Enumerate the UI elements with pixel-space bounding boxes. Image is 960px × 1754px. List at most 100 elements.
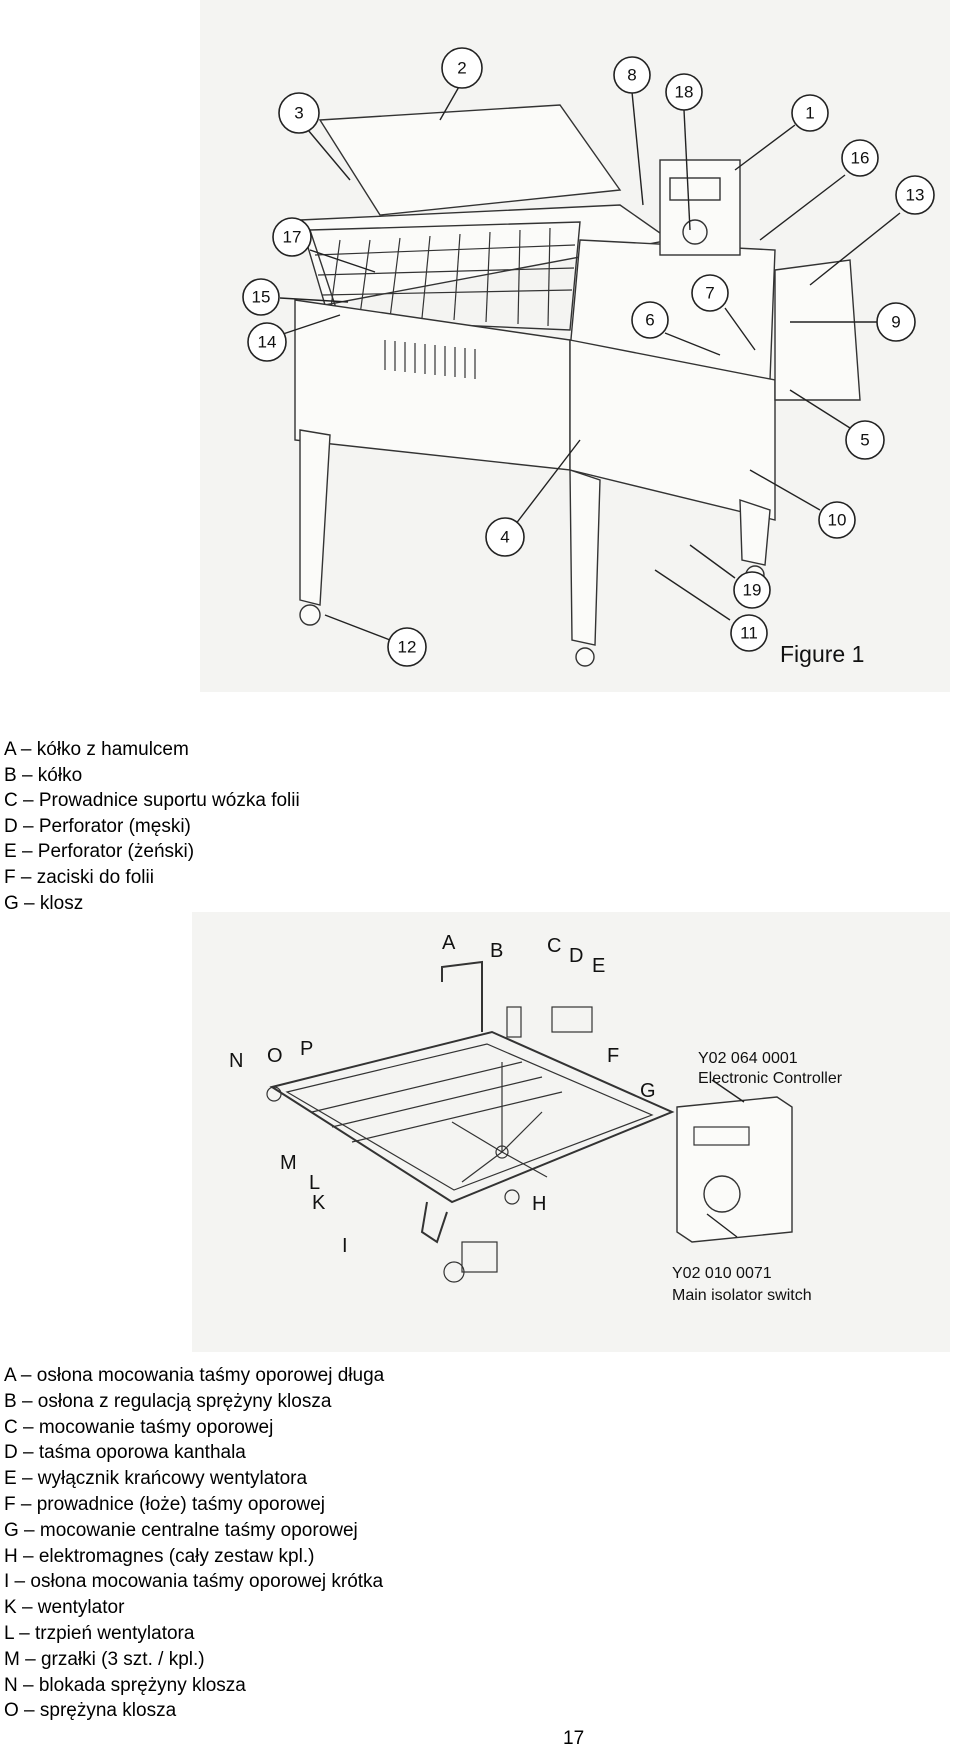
label-m: M (280, 1152, 297, 1174)
callout-16: 16 (759, 139, 879, 241)
part-n (266, 1086, 282, 1102)
controller-code: Y02 064 0001 (698, 1050, 798, 1067)
body-side (569, 339, 776, 521)
legend-item: A – kółko z hamulcem (4, 739, 189, 760)
figure-1-caption: Figure 1 (780, 641, 864, 667)
film-carriage (774, 259, 861, 401)
legend-item: O – sprężyna klosza (4, 1700, 177, 1722)
wheel-12 (299, 604, 321, 626)
label-d: D (569, 945, 583, 967)
label-h: H (532, 1193, 546, 1215)
leg-front-left (299, 429, 331, 606)
heater-elements (311, 1061, 563, 1143)
svg-text:13: 13 (906, 186, 925, 205)
legend-item: H – elektromagnes (cały zestaw kpl.) (4, 1545, 315, 1567)
label-a: A (442, 932, 456, 954)
isolator-switch-knob (703, 1175, 741, 1213)
label-n: N (229, 1050, 243, 1072)
legend-figure-2: A – osłona mocowania taśmy oporowej dług… (4, 1363, 384, 1724)
svg-text:7: 7 (705, 284, 714, 303)
svg-text:1: 1 (805, 104, 814, 123)
controller-leader (711, 1079, 745, 1103)
hood-frame-inner (285, 1043, 654, 1191)
tray-grid (309, 221, 581, 331)
part-i-bracket (420, 1201, 448, 1244)
legend-item: L – trzpień wentylatora (4, 1622, 195, 1644)
controller-box (676, 1096, 793, 1243)
label-e: E (592, 955, 605, 977)
callout-1: 1 (734, 94, 829, 171)
legend-item: K – wentylator (4, 1597, 125, 1619)
legend-item: M – grzałki (3 szt. / kpl.) (4, 1648, 205, 1670)
label-p: P (300, 1038, 313, 1060)
callout-12: 12 (324, 614, 427, 667)
hood-frame (269, 1030, 675, 1204)
callout-15: 15 (242, 278, 349, 316)
detail-bottom-circle (443, 1261, 465, 1283)
figure-2-hood-assembly-diagram: A B C D E F G H I K L M N O P Y02 064 00… (192, 912, 950, 1352)
legend-item: B – osłona z regulacją sprężyny klosza (4, 1390, 332, 1412)
callout-10: 10 (749, 469, 856, 539)
legend-item: A – osłona mocowania taśmy oporowej dług… (4, 1365, 385, 1386)
figure-1-machine-diagram: 2 3 8 18 1 16 13 17 15 14 7 6 9 5 4 10 1… (200, 0, 950, 692)
switch-name: Main isolator switch (672, 1287, 812, 1304)
svg-text:11: 11 (740, 624, 758, 643)
legend-item: G – mocowanie centralne taśmy oporowej (4, 1519, 358, 1541)
callout-6: 6 (631, 301, 721, 356)
svg-text:2: 2 (457, 59, 466, 78)
callout-8: 8 (613, 56, 651, 206)
hood (318, 104, 622, 216)
legend-item: N – blokada sprężyny klosza (4, 1674, 246, 1696)
callout-14: 14 (247, 314, 341, 362)
legend-item: C – mocowanie taśmy oporowej (4, 1416, 274, 1438)
vent-slots (384, 340, 476, 379)
legend-item: D – taśma oporowa kanthala (4, 1442, 246, 1464)
callout-11: 11 (654, 569, 768, 652)
svg-text:8: 8 (627, 66, 636, 85)
svg-text:17: 17 (283, 228, 302, 247)
legend-item: C – Prowadnice suportu wózka folii (4, 790, 300, 812)
leg-back-right (739, 499, 771, 566)
part-b (506, 1006, 522, 1038)
legend-item: E – Perforator (żeński) (4, 841, 195, 863)
label-l: L (309, 1172, 320, 1194)
legend-item: G – klosz (4, 892, 84, 914)
leg-front-right (569, 469, 601, 646)
detail-cde (551, 1006, 593, 1033)
svg-text:14: 14 (258, 333, 277, 352)
callout-3: 3 (278, 92, 351, 181)
control-knob (682, 219, 708, 245)
label-i: I (342, 1235, 348, 1257)
label-k: K (312, 1192, 326, 1214)
detail-bottom-block (461, 1241, 498, 1273)
callout-4: 4 (485, 439, 581, 557)
label-o: O (267, 1045, 283, 1067)
callout-18: 18 (665, 73, 703, 231)
svg-text:5: 5 (860, 431, 869, 450)
callout-2: 2 (439, 47, 483, 121)
grid-lines (314, 227, 576, 327)
svg-text:3: 3 (294, 104, 303, 123)
svg-text:16: 16 (851, 149, 870, 168)
part-a-bracket (441, 960, 483, 1032)
callout-13: 13 (809, 175, 935, 286)
figure-2-drawing: A B C D E F G H I K L M N O P Y02 064 00… (229, 932, 843, 1304)
svg-text:9: 9 (891, 313, 900, 332)
label-g: G (640, 1080, 656, 1102)
callout-19: 19 (689, 544, 771, 609)
legend-item: D – Perforator (męski) (4, 815, 191, 837)
label-c: C (547, 935, 561, 957)
svg-text:18: 18 (675, 83, 694, 102)
legend-item: B – kółko (4, 764, 83, 786)
label-f: F (607, 1045, 619, 1067)
switch-leader (706, 1213, 738, 1238)
figure-1-drawing: 2 3 8 18 1 16 13 17 15 14 7 6 9 5 4 10 1… (242, 47, 935, 667)
svg-text:6: 6 (645, 311, 654, 330)
page-number: 17 (563, 1728, 585, 1749)
controller-name: Electronic Controller (698, 1070, 843, 1087)
legend-item: F – prowadnice (łoże) taśmy oporowej (4, 1493, 326, 1515)
svg-text:15: 15 (252, 288, 271, 307)
wheel-11 (575, 647, 595, 667)
legend-item: E – wyłącznik krańcowy wentylatora (4, 1468, 308, 1490)
callout-17: 17 (272, 217, 376, 273)
